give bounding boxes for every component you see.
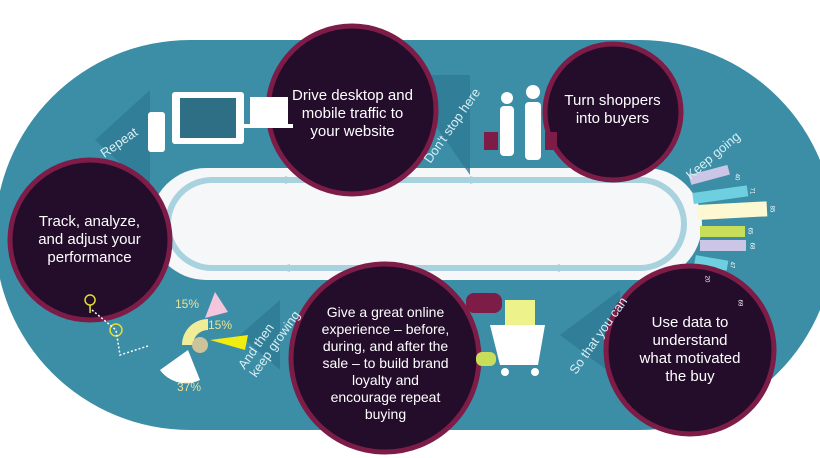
step-track: Track, analyze, and adjust your performa… — [38, 213, 141, 266]
bar-label: 69 — [736, 299, 743, 307]
bar-label: 68 — [748, 242, 755, 250]
bar — [694, 255, 729, 271]
cart-boxes-icon — [490, 300, 545, 376]
step-use-data: Use data to understand what motivated th… — [639, 314, 741, 385]
bar — [696, 201, 768, 220]
pie-label: 37% — [177, 380, 202, 394]
shoppers-icon — [484, 85, 557, 160]
bar-label: 71 — [748, 187, 755, 195]
bar-label: 40 — [733, 173, 740, 181]
inner-area — [150, 168, 702, 280]
step-circles — [7, 23, 777, 455]
phone-icon — [148, 112, 165, 152]
bar-label: 85 — [768, 205, 775, 213]
bar — [700, 240, 746, 251]
step-drive-traffic: Drive desktop and mobile traffic to your… — [292, 86, 413, 140]
bar — [692, 185, 749, 204]
devices-icons — [148, 92, 293, 152]
bar — [700, 226, 745, 237]
lane-arrows — [277, 176, 560, 272]
bar-label: 65 — [746, 227, 753, 235]
bar — [688, 164, 730, 185]
bar-label: 20 — [703, 275, 710, 283]
step-online-experience: Give a great online experience – before,… — [321, 303, 450, 422]
bar-label: 47 — [728, 261, 735, 269]
map-pin-icon — [84, 294, 149, 356]
pie-chart — [160, 292, 248, 384]
pie-label: 15% — [175, 297, 200, 311]
chat-bubbles-icon — [466, 293, 502, 366]
pie-label: 15% — [208, 318, 233, 332]
laptop-icon — [250, 97, 288, 124]
step-turn-shoppers: Turn shoppers into buyers — [564, 92, 661, 127]
